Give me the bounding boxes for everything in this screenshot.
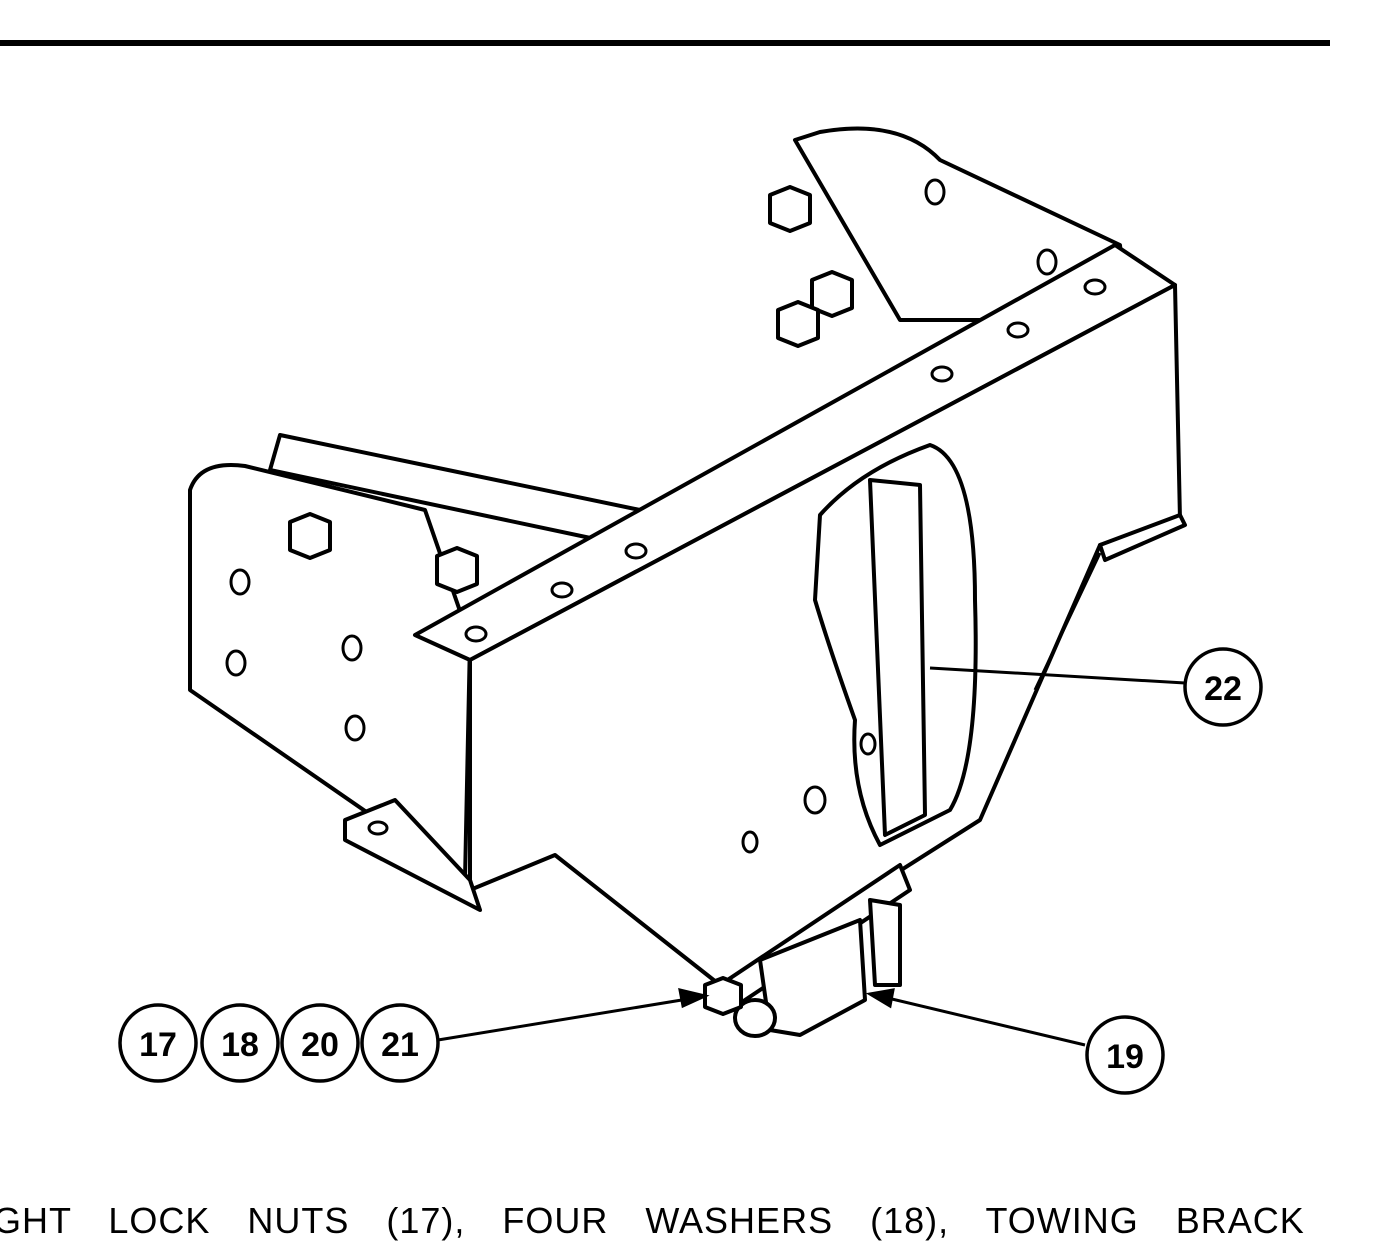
left-bolts xyxy=(288,512,479,594)
callout-22-circle xyxy=(1183,647,1263,727)
callout-17: 17 xyxy=(139,1026,177,1064)
bolt-holes xyxy=(225,178,1107,854)
hitch-nut xyxy=(703,976,743,1016)
callout-20: 20 xyxy=(301,1026,339,1064)
callout-19-circle xyxy=(1085,1015,1165,1095)
arrow-21 xyxy=(678,988,710,1009)
callout-21: 21 xyxy=(381,1026,419,1064)
leader-22 xyxy=(929,666,1186,685)
callout-19: 19 xyxy=(1106,1038,1144,1076)
arrow-19 xyxy=(865,988,895,1009)
callout-22: 22 xyxy=(1204,670,1242,708)
callout-17-circle xyxy=(118,1003,198,1083)
hitch-bolt xyxy=(868,898,902,987)
right-flange xyxy=(1098,513,1187,562)
inner-channel xyxy=(868,478,927,837)
header-rule xyxy=(0,40,1330,46)
callout-21-circle xyxy=(360,1003,440,1083)
instruction-text: IGHT LOCK NUTS (17), FOUR WASHERS (18), … xyxy=(0,1200,1305,1241)
hitch-pin xyxy=(733,998,777,1038)
rear-bolts xyxy=(768,185,854,348)
leader-19 xyxy=(874,993,1086,1047)
callout-20-circle xyxy=(280,1003,360,1083)
callout-18: 18 xyxy=(221,1026,259,1064)
leader-22b xyxy=(1033,552,1102,691)
callout-18-circle xyxy=(200,1003,280,1083)
leader-21 xyxy=(437,995,701,1042)
